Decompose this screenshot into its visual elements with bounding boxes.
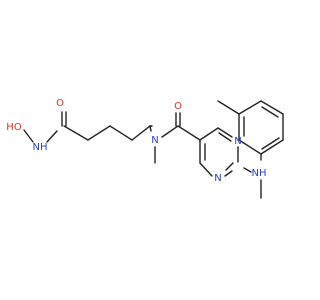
bond-carbonyl-ring	[177, 125, 201, 141]
ring-inner-2	[218, 132, 232, 142]
bond-chain-to-n	[149, 125, 152, 132]
bond-nh-c	[46, 130, 58, 143]
phenyl-bond-2	[260, 139, 284, 155]
ring-bond-c6-n1	[217, 127, 233, 138]
bond-chain-2	[87, 125, 111, 141]
bond-c2-nh	[243, 167, 252, 173]
ring-bond-c2-n3	[224, 170, 233, 177]
hydroxyl-atom: HO	[6, 122, 22, 133]
oxygen-atom-right: O	[174, 101, 182, 112]
ring-bond-c5-c6	[199, 127, 219, 141]
phenyl-bond-1	[238, 139, 262, 155]
phenyl-bond-6	[260, 100, 284, 115]
bond-chain-1	[63, 125, 89, 141]
bond-chain-3	[109, 125, 133, 141]
phenyl-inner-3	[261, 137, 280, 150]
oxygen-atom-left: O	[56, 98, 64, 109]
ring-inner-3	[225, 162, 234, 171]
pyrimidine-n1-atom: N	[234, 136, 241, 147]
phenyl-inner-2	[261, 106, 279, 118]
amide-nitrogen-atom: N	[151, 135, 158, 146]
bond-n-carbonyl	[161, 125, 179, 138]
structure-drawing: O NH HO N O N N NH	[6, 98, 284, 199]
bond-o-nh	[23, 129, 34, 143]
aniline-nh-atom: NH	[252, 168, 267, 179]
hydroxamic-nh-atom: NH	[33, 142, 48, 153]
methyl-top	[217, 100, 240, 115]
ring-bond-n3-c4	[199, 162, 213, 177]
molecule-canvas: O NH HO N O N N NH	[6, 98, 284, 199]
phenyl-bond-5	[238, 100, 262, 115]
pyrimidine-n3-atom: N	[214, 173, 221, 184]
bond-chain-4	[131, 125, 151, 141]
